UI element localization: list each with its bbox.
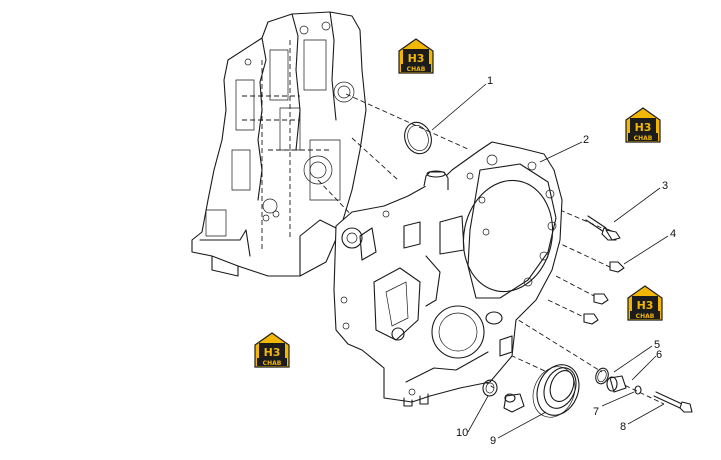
- watermark-logo-right-mid: H3 CHAB: [627, 285, 663, 321]
- watermark-logo-top: H3 CHAB: [398, 38, 434, 74]
- spacer-part-6: [606, 375, 627, 393]
- bolt-part-8: [653, 391, 693, 413]
- callout-labels: 1 2 3 4 5 6 7 8 9 10: [456, 75, 676, 447]
- bolt-part-4-upper: [609, 261, 625, 273]
- svg-text:CHAB: CHAB: [407, 66, 426, 73]
- callout-1: 1: [487, 75, 493, 87]
- o-ring-part-10: [482, 379, 498, 397]
- callout-8: 8: [620, 421, 626, 433]
- callout-7: 7: [593, 406, 599, 418]
- svg-text:H3: H3: [264, 346, 281, 359]
- svg-text:H3: H3: [635, 121, 652, 134]
- washer-part-7: [634, 385, 642, 395]
- callout-9: 9: [490, 435, 496, 447]
- callout-3: 3: [662, 180, 668, 192]
- plug-part-10: [503, 393, 525, 413]
- ring-part-5: [595, 367, 609, 385]
- o-ring-part-1: [404, 121, 432, 155]
- watermark-logo-left: H3 CHAB: [254, 332, 290, 368]
- callout-6: 6: [656, 349, 662, 361]
- timing-cover-part-2: [333, 141, 563, 407]
- svg-text:H3: H3: [637, 299, 654, 312]
- callout-4: 4: [670, 228, 676, 240]
- leader-lines: [431, 83, 669, 439]
- bolt-part-4-middle: [593, 293, 609, 305]
- bolt-part-3: [585, 215, 621, 241]
- callout-10: 10: [456, 427, 468, 439]
- callout-5: 5: [654, 339, 660, 351]
- svg-text:H3: H3: [408, 52, 425, 65]
- engine-block: [191, 11, 367, 277]
- svg-text:CHAB: CHAB: [263, 360, 282, 367]
- bolt-part-4-lower: [583, 313, 599, 325]
- crankshaft-seal-part-9: [532, 364, 580, 418]
- svg-text:CHAB: CHAB: [634, 135, 653, 142]
- callout-2: 2: [583, 134, 589, 146]
- svg-text:CHAB: CHAB: [636, 313, 655, 320]
- watermark-logo-right-top: H3 CHAB: [625, 107, 661, 143]
